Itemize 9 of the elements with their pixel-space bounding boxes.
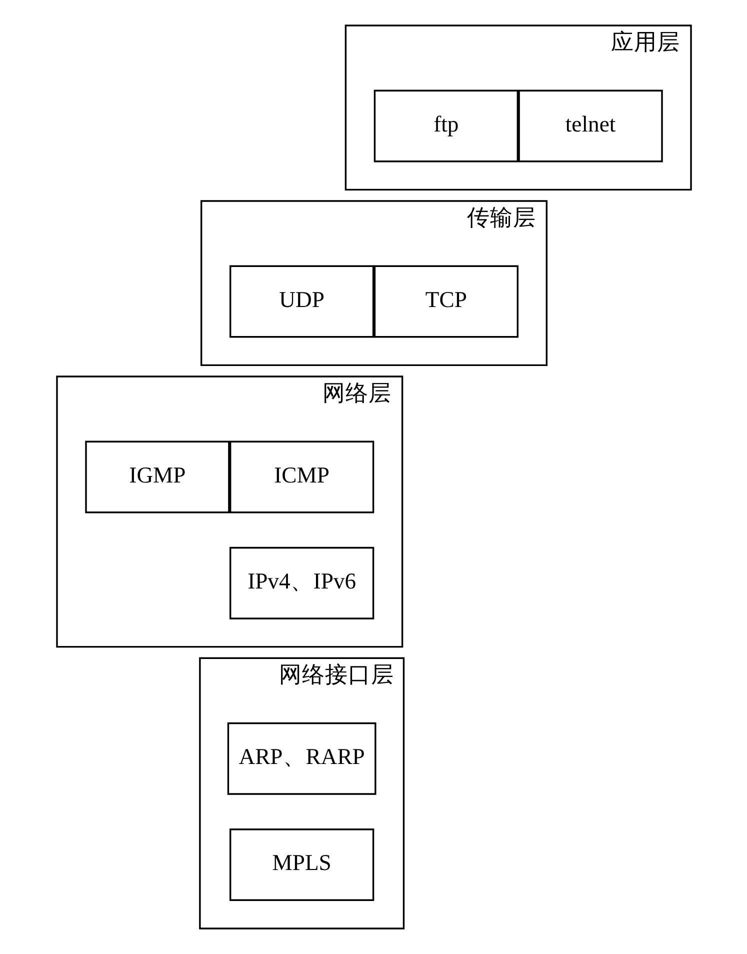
node-box: IPv4、IPv6 xyxy=(229,546,374,620)
node-box: TCP xyxy=(373,265,518,338)
node-box: MPLS xyxy=(229,828,374,901)
node-box: IGMP xyxy=(84,440,230,514)
node-box: ftp xyxy=(373,90,518,162)
node-box: ARP、RARP xyxy=(226,722,376,795)
node-box: telnet xyxy=(518,90,662,162)
node-box: ICMP xyxy=(229,440,374,514)
node-box: UDP xyxy=(229,265,374,338)
